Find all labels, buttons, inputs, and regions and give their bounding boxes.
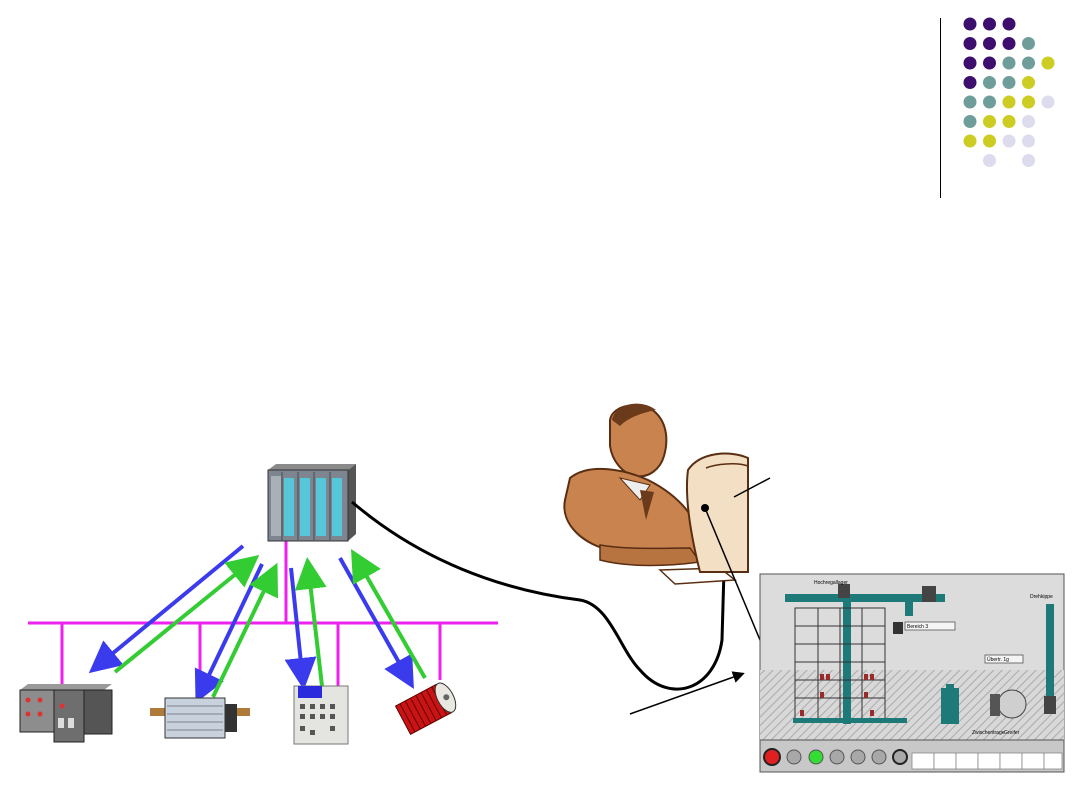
decor-dot <box>963 56 977 70</box>
decor-dot <box>1022 76 1035 89</box>
decor-dot <box>1002 76 1016 89</box>
decor-dot <box>1002 56 1016 70</box>
decor-dot <box>983 37 996 50</box>
decor-dot <box>1022 115 1035 128</box>
decor-dot <box>1002 17 1016 31</box>
fieldbus <box>28 540 498 690</box>
io-terminal <box>150 697 250 739</box>
data-arrows <box>88 544 427 704</box>
svg-text:Übertr. 1g: Übertr. 1g <box>987 656 1009 663</box>
decor-divider-line <box>940 18 941 198</box>
svg-text:Drehkippe: Drehkippe <box>1030 594 1053 600</box>
decor-dot <box>1002 134 1016 148</box>
decor-dot <box>963 76 977 89</box>
decor-dot <box>963 37 977 50</box>
decor-dot <box>1022 37 1035 50</box>
decor-dot <box>1041 56 1055 70</box>
decor-dot <box>1002 115 1016 128</box>
decor-dot <box>963 134 977 148</box>
hmi-screen: Hochregallager Bereich 3 Übertr. 1g Dreh… <box>759 573 1065 773</box>
hmi-labels: Hochregallager Bereich 3 Übertr. 1g Dreh… <box>814 580 1053 736</box>
decor-dot <box>983 17 996 31</box>
decor-dot-grid <box>963 17 1055 167</box>
decor-dot <box>963 115 977 128</box>
decor-dot <box>983 115 996 128</box>
svg-text:Greifer: Greifer <box>1004 730 1020 736</box>
decor-dot <box>983 56 996 70</box>
svg-text:Bereich 3: Bereich 3 <box>907 624 928 630</box>
decor-dot <box>1022 154 1035 167</box>
svg-text:Zwischentrage: Zwischentrage <box>972 730 1005 736</box>
drive-motor <box>394 682 457 736</box>
decor-dot <box>983 134 996 148</box>
operator-panel <box>293 685 349 745</box>
io-module-block <box>19 684 113 743</box>
decor-dot <box>983 154 996 167</box>
operator-at-pc <box>563 403 771 653</box>
decor-dot <box>963 17 977 31</box>
decor-dot <box>963 95 977 109</box>
decor-dot <box>1022 134 1035 148</box>
plc-rack <box>267 464 356 542</box>
decor-dot <box>1022 95 1035 109</box>
decor-dot <box>1002 95 1016 109</box>
decor-dot <box>983 76 996 89</box>
svg-text:Hochregallager: Hochregallager <box>814 580 848 586</box>
decor-dot <box>1022 56 1035 70</box>
pointer-arrow <box>629 671 745 715</box>
network-cable <box>351 500 726 691</box>
decor-dot <box>983 95 996 109</box>
decor-dot <box>1041 95 1055 109</box>
decor-dot <box>1002 37 1016 50</box>
